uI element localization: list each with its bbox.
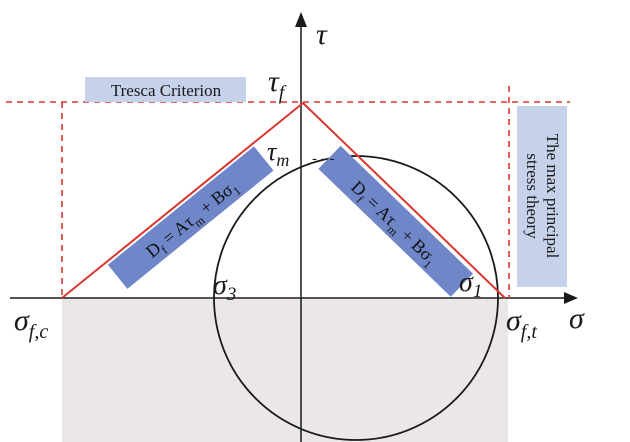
arrow-right-icon xyxy=(564,292,578,304)
formula-right-box xyxy=(318,145,473,297)
formula-left-box xyxy=(107,146,274,289)
sigma-ft-label: σf,t xyxy=(506,304,537,343)
max-principal-label-line1: The max principal xyxy=(543,134,562,259)
shaded-region xyxy=(62,299,508,442)
tau-f-label: τf xyxy=(268,65,287,104)
tresca-box xyxy=(85,77,246,102)
sigma-3-label: σ3 xyxy=(213,270,236,305)
tresca-label: Tresca Criterion xyxy=(111,81,222,100)
sigma-1-label: σ1 xyxy=(459,267,482,302)
envelope-right-line xyxy=(302,102,506,299)
max-principal-label-line2: stress theory xyxy=(523,153,542,239)
max-principal-box xyxy=(517,106,567,287)
envelope-left-line xyxy=(61,102,304,299)
sigma-axis-label: σ xyxy=(569,302,585,335)
tau-axis-label: τ xyxy=(316,18,328,51)
tau-m-label: τm xyxy=(267,137,289,170)
sigma-fc-label: σf,c xyxy=(14,304,48,343)
arrow-up-icon xyxy=(295,12,307,27)
tau-m-dashes: - - - xyxy=(312,151,335,167)
